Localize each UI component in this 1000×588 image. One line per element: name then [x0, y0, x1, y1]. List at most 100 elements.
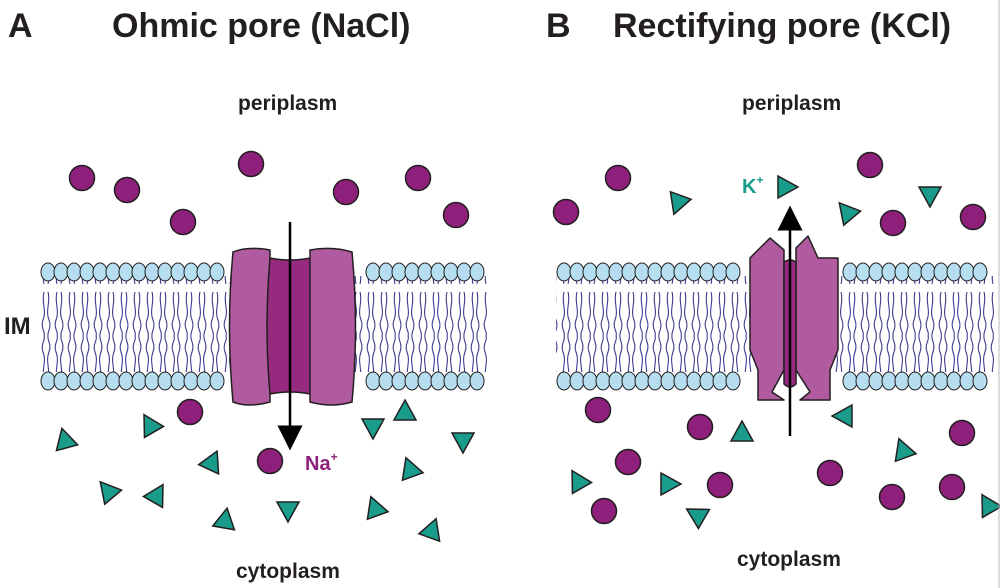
- lipid-head: [595, 371, 611, 391]
- cation: [938, 473, 966, 501]
- anion: [894, 437, 918, 463]
- lipid-head: [595, 262, 611, 282]
- cation: [176, 398, 204, 426]
- anion: [366, 495, 390, 521]
- cation: [584, 396, 612, 424]
- lipid-head: [569, 262, 585, 282]
- lipid-head: [131, 371, 147, 391]
- lipid-head: [53, 371, 69, 391]
- lipid-heads-top: [556, 262, 988, 282]
- lipid-head: [378, 262, 394, 282]
- ion-label: Na+: [305, 450, 338, 475]
- anion: [392, 398, 418, 421]
- lipid-head: [556, 371, 572, 391]
- anion: [917, 186, 943, 209]
- lipid-head: [469, 262, 485, 282]
- anion: [142, 483, 164, 509]
- lipid-head: [699, 262, 715, 282]
- anion: [401, 456, 425, 482]
- lipid-head: [430, 262, 446, 282]
- ions-panel-b: [552, 151, 1000, 530]
- cation: [706, 471, 734, 499]
- anion: [777, 174, 800, 200]
- lipid-head: [391, 371, 407, 391]
- lipid-head: [79, 262, 95, 282]
- lipid-head: [183, 262, 199, 282]
- lipid-head: [894, 262, 910, 282]
- lipid-head: [105, 262, 121, 282]
- lipid-head: [933, 371, 949, 391]
- anion: [417, 517, 441, 543]
- anion: [450, 432, 476, 455]
- lipid-head: [621, 262, 637, 282]
- lipid-head: [131, 262, 147, 282]
- lipid-head: [608, 371, 624, 391]
- anion: [360, 418, 386, 441]
- lipid-head: [469, 371, 485, 391]
- lipid-head: [920, 262, 936, 282]
- lipid-head: [53, 262, 69, 282]
- lipid-head: [842, 262, 858, 282]
- ohmic-pore: [228, 247, 357, 406]
- lipid-head: [660, 262, 676, 282]
- lipid-head: [673, 262, 689, 282]
- panel-title: Ohmic pore (NaCl): [112, 7, 410, 45]
- lipid-head: [634, 371, 650, 391]
- lipid-head: [118, 262, 134, 282]
- lipid-head: [66, 371, 82, 391]
- anion: [830, 403, 853, 429]
- cation: [237, 150, 265, 178]
- cation: [68, 164, 96, 192]
- rectifying-pore: [749, 235, 839, 401]
- lipid-head: [144, 262, 160, 282]
- lipid-head: [144, 371, 160, 391]
- anion: [197, 449, 220, 476]
- cytoplasm-label: cytoplasm: [236, 560, 340, 583]
- cation: [590, 497, 618, 525]
- lipid-head: [157, 371, 173, 391]
- anion: [685, 508, 711, 530]
- lipid-head: [582, 262, 598, 282]
- lipid-head: [92, 262, 108, 282]
- cation: [604, 164, 632, 192]
- lipid-head: [647, 371, 663, 391]
- cation: [816, 459, 844, 487]
- lipid-head: [972, 371, 988, 391]
- lipid-head: [868, 262, 884, 282]
- lipid-head: [170, 371, 186, 391]
- lipid-head: [582, 371, 598, 391]
- lipid-head: [712, 371, 728, 391]
- lipid-head: [556, 262, 572, 282]
- anion: [99, 480, 124, 506]
- lipid-head: [183, 371, 199, 391]
- lipid-head: [157, 262, 173, 282]
- lipid-head: [443, 371, 459, 391]
- lipid-head: [712, 262, 728, 282]
- lipid-head: [365, 262, 381, 282]
- lipid-head: [391, 262, 407, 282]
- lipid-head: [404, 371, 420, 391]
- cation: [878, 483, 906, 511]
- cation: [856, 151, 884, 179]
- lipid-head: [855, 262, 871, 282]
- lipid-head: [959, 371, 975, 391]
- lipid-head: [725, 371, 741, 391]
- cation: [959, 203, 987, 231]
- anion: [981, 493, 1000, 519]
- anion: [143, 413, 165, 439]
- lipid-head: [699, 371, 715, 391]
- anion: [669, 190, 693, 216]
- cation: [614, 448, 642, 476]
- lipid-head: [196, 262, 212, 282]
- lipid-head: [920, 371, 936, 391]
- cation: [169, 208, 197, 236]
- cation: [332, 178, 360, 206]
- panel-letter: B: [546, 7, 571, 45]
- lipid-head: [686, 371, 702, 391]
- periplasm-label: periplasm: [742, 92, 841, 115]
- lipid-head: [634, 262, 650, 282]
- anion: [571, 469, 593, 495]
- lipid-head: [907, 262, 923, 282]
- anion: [729, 419, 755, 442]
